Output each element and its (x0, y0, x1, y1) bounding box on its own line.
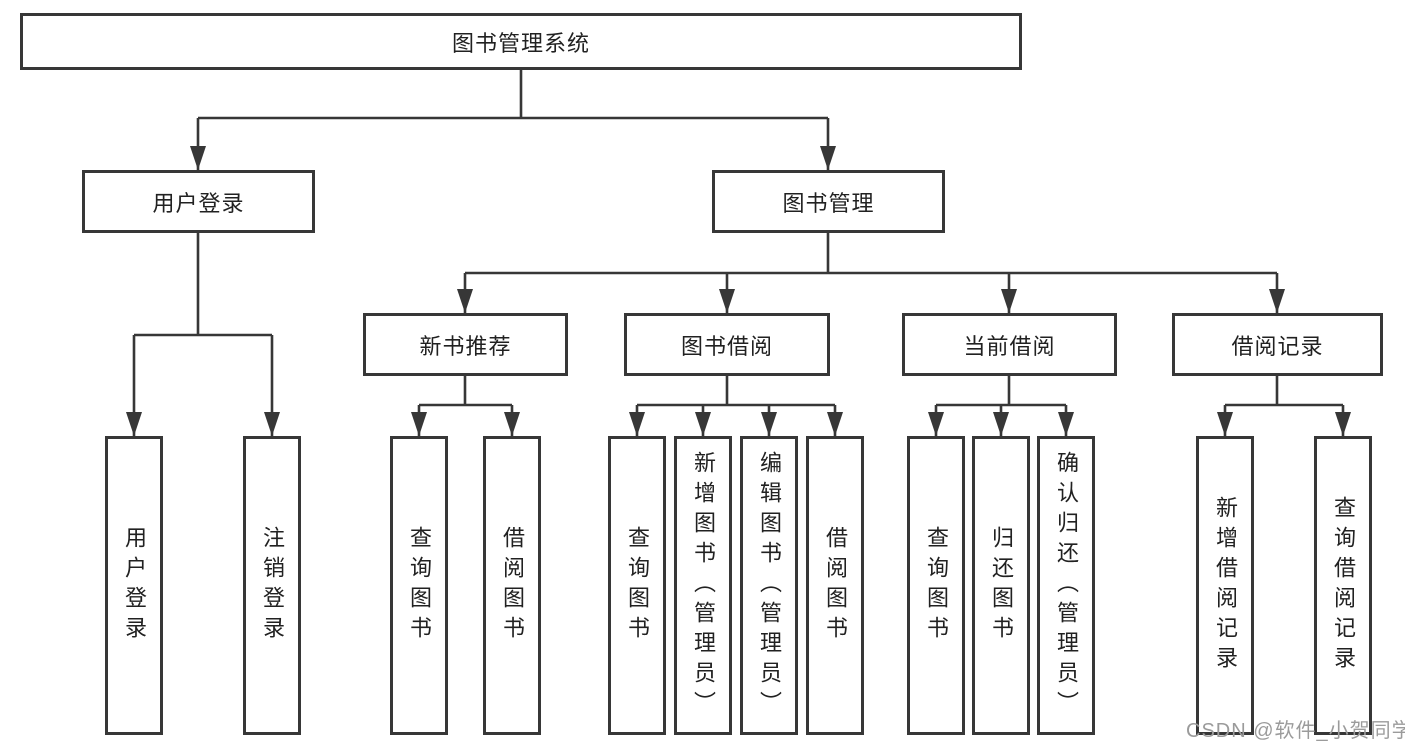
leaf-add-borrow-record: 新增借阅记录 (1196, 436, 1254, 735)
connector-arrows (126, 118, 1351, 436)
node-book-management: 图书管理 (712, 170, 945, 233)
node-current-borrowing: 当前借阅 (902, 313, 1117, 376)
leaf-edit-books-admin: 编辑图书（管理员） (740, 436, 798, 735)
leaf-label: 查询图书 (407, 525, 432, 646)
leaf-label: 新增借阅记录 (1213, 495, 1238, 676)
leaf-label: 查询图书 (924, 525, 949, 646)
leaf-label: 查询借阅记录 (1331, 495, 1356, 676)
node-user-login: 用户登录 (82, 170, 315, 233)
node-book-borrowing: 图书借阅 (624, 313, 830, 376)
leaf-label: 归还图书 (989, 525, 1014, 646)
leaf-borrow-books: 借阅图书 (483, 436, 541, 735)
leaf-logout: 注销登录 (243, 436, 301, 735)
leaf-label: 借阅图书 (823, 525, 848, 646)
leaf-label: 新增图书（管理员） (691, 450, 716, 721)
node-new-book-recommendation: 新书推荐 (363, 313, 568, 376)
connector-buses (134, 70, 1343, 407)
leaf-label: 查询图书 (625, 525, 650, 646)
node-borrowing-records: 借阅记录 (1172, 313, 1383, 376)
leaf-query-books: 查询图书 (390, 436, 448, 735)
leaf-user-login: 用户登录 (105, 436, 163, 735)
leaf-query-borrow-record: 查询借阅记录 (1314, 436, 1372, 735)
leaf-query-books: 查询图书 (907, 436, 965, 735)
leaf-borrow-books: 借阅图书 (806, 436, 864, 735)
leaf-label: 借阅图书 (500, 525, 525, 646)
leaf-label: 注销登录 (260, 525, 285, 646)
leaf-label: 确认归还（管理员） (1054, 450, 1079, 721)
leaf-label: 用户登录 (122, 525, 147, 646)
csdn-watermark: CSDN @软件_小贺同学 (1186, 720, 1405, 742)
leaf-confirm-return-admin: 确认归还（管理员） (1037, 436, 1095, 735)
node-library-management-system: 图书管理系统 (20, 13, 1022, 70)
leaf-label: 编辑图书（管理员） (757, 450, 782, 721)
leaf-return-books: 归还图书 (972, 436, 1030, 735)
leaf-add-books-admin: 新增图书（管理员） (674, 436, 732, 735)
leaf-query-books: 查询图书 (608, 436, 666, 735)
